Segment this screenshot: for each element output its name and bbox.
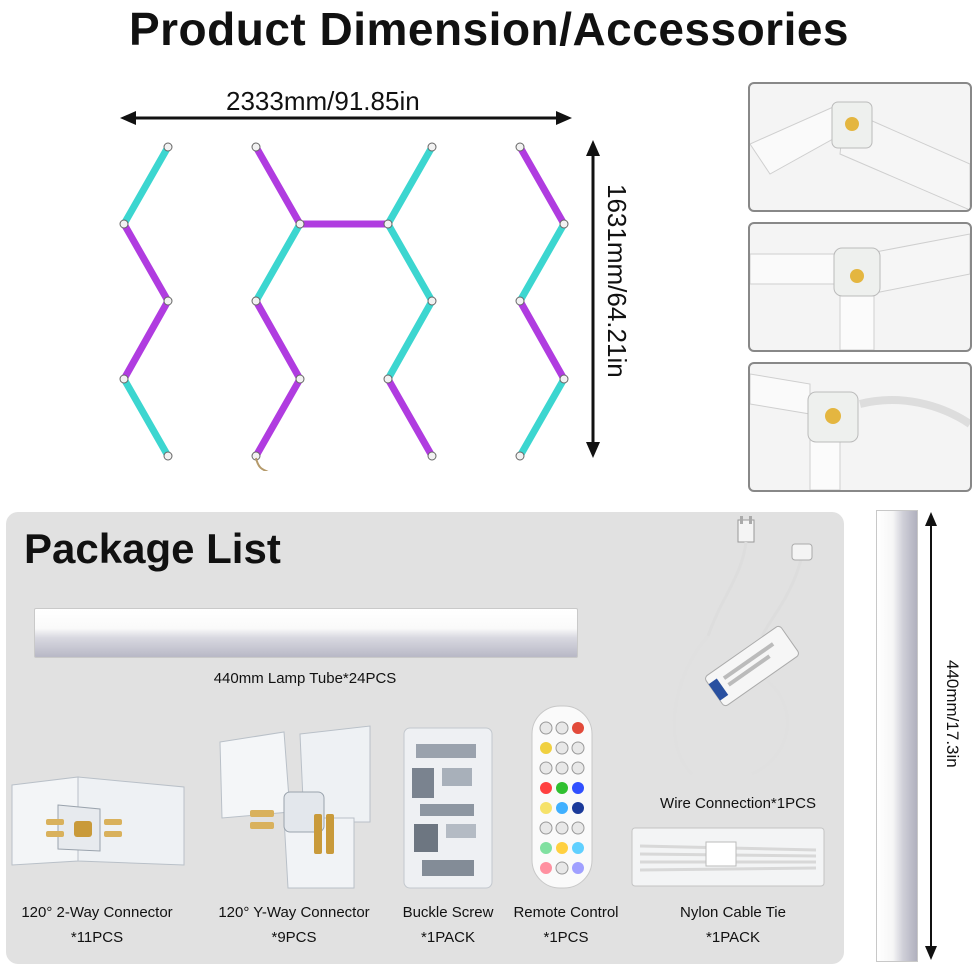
y-way-connector-icon (214, 722, 374, 890)
y-way-connector-caption: 120° Y-Way Connector (218, 904, 370, 921)
buckle-screw-icon (402, 724, 494, 890)
remote-control-icon (530, 704, 594, 890)
lamp-tube-vertical-image (876, 510, 918, 962)
width-arrow-icon (120, 111, 572, 125)
buckle-screw-count: *1PACK (421, 929, 475, 946)
y-way-connector-count: *9PCS (271, 929, 317, 946)
wire-connection-caption: Wire Connection*1PCS (660, 795, 816, 812)
connector-photo-2way (748, 82, 972, 212)
height-dimension: 1631mm/64.21in (602, 184, 632, 378)
lamp-tube-caption: 440mm Lamp Tube*24PCS (213, 670, 397, 687)
cable-tie-icon (630, 826, 826, 888)
buckle-screw-caption: Buckle Screw (402, 904, 494, 921)
height-arrow-icon (586, 140, 600, 458)
lamp-tube-image (34, 608, 578, 658)
two-way-connector-caption: 120° 2-Way Connector (21, 904, 173, 921)
width-dimension: 2333mm/91.85in (226, 86, 420, 116)
connector-photo-yway (748, 222, 972, 352)
tube-length-arrow-icon (925, 512, 937, 960)
connector-photo-wired (748, 362, 972, 492)
cable-tie-caption: Nylon Cable Tie (680, 904, 786, 921)
package-list-title: Package List (24, 525, 281, 572)
remote-control-caption: Remote Control (513, 904, 619, 921)
two-way-connector-count: *11PCS (70, 929, 124, 946)
tube-length-dimension: 440mm/17.3in (943, 660, 962, 768)
page-title: Product Dimension/Accessories (128, 3, 850, 55)
cable-tie-count: *1PACK (706, 929, 760, 946)
remote-control-count: *1PCS (543, 929, 589, 946)
hexagon-light-layout (119, 142, 569, 471)
two-way-connector-icon (8, 765, 186, 885)
power-supply-icon (652, 516, 824, 782)
